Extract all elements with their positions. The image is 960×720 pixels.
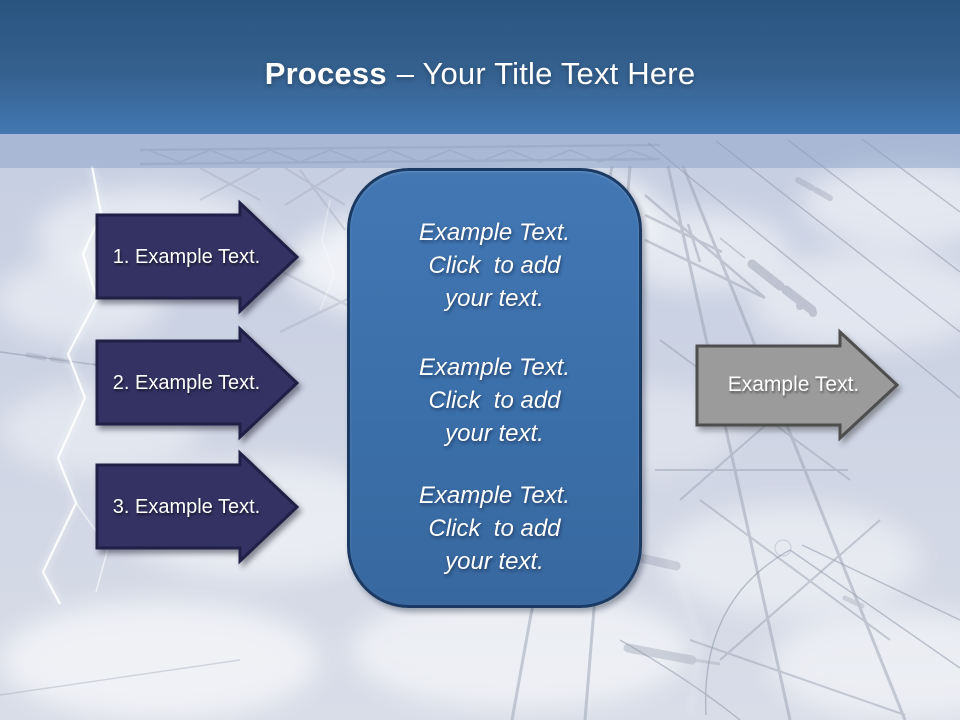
step-arrow-label: 1. Example Text. — [112, 245, 261, 268]
panel-text-line: your text. — [445, 548, 544, 575]
step-arrow-label: 3. Example Text. — [112, 495, 261, 518]
power-lines — [0, 138, 960, 720]
slide-title: Process – Your Title Text Here — [265, 56, 696, 92]
result-arrow-label: Example Text. — [727, 373, 860, 396]
step-arrow-1[interactable]: 1. Example Text. — [95, 199, 300, 315]
step-arrow-shape — [95, 199, 300, 315]
panel-text-line: Click to add — [428, 387, 561, 414]
panel-text-block[interactable]: Example Text. Click to add your text. — [350, 351, 639, 450]
step-arrow-2[interactable]: 2. Example Text. — [95, 325, 300, 441]
step-arrow-shape — [95, 325, 300, 441]
header-accent-band — [0, 134, 960, 168]
step-arrow-3[interactable]: 3. Example Text. — [95, 449, 300, 565]
result-arrow-shape — [695, 328, 900, 442]
panel-text-line: Click to add — [428, 515, 561, 542]
slide-title-text: – Your Title Text Here — [396, 56, 696, 91]
step-arrow-shape — [95, 449, 300, 565]
panel-text-line: your text. — [445, 285, 544, 312]
panel-text-line: Click to add — [428, 252, 561, 279]
panel-text-block[interactable]: Example Text. Click to add your text. — [350, 479, 639, 578]
step-arrow-label: 2. Example Text. — [112, 371, 261, 394]
panel-text-line: Example Text. — [418, 482, 571, 509]
panel-text-line: Example Text. — [418, 219, 571, 246]
panel-text-line: Example Text. — [418, 354, 571, 381]
slide-title-emphasis: Process — [264, 56, 387, 91]
title-bar: Process – Your Title Text Here — [0, 0, 960, 134]
panel-text-block[interactable]: Example Text. Click to add your text. — [350, 216, 639, 315]
content-panel[interactable]: Example Text. Click to add your text. Ex… — [347, 168, 642, 608]
panel-text-line: your text. — [445, 420, 544, 447]
result-arrow[interactable]: Example Text. — [695, 328, 900, 442]
